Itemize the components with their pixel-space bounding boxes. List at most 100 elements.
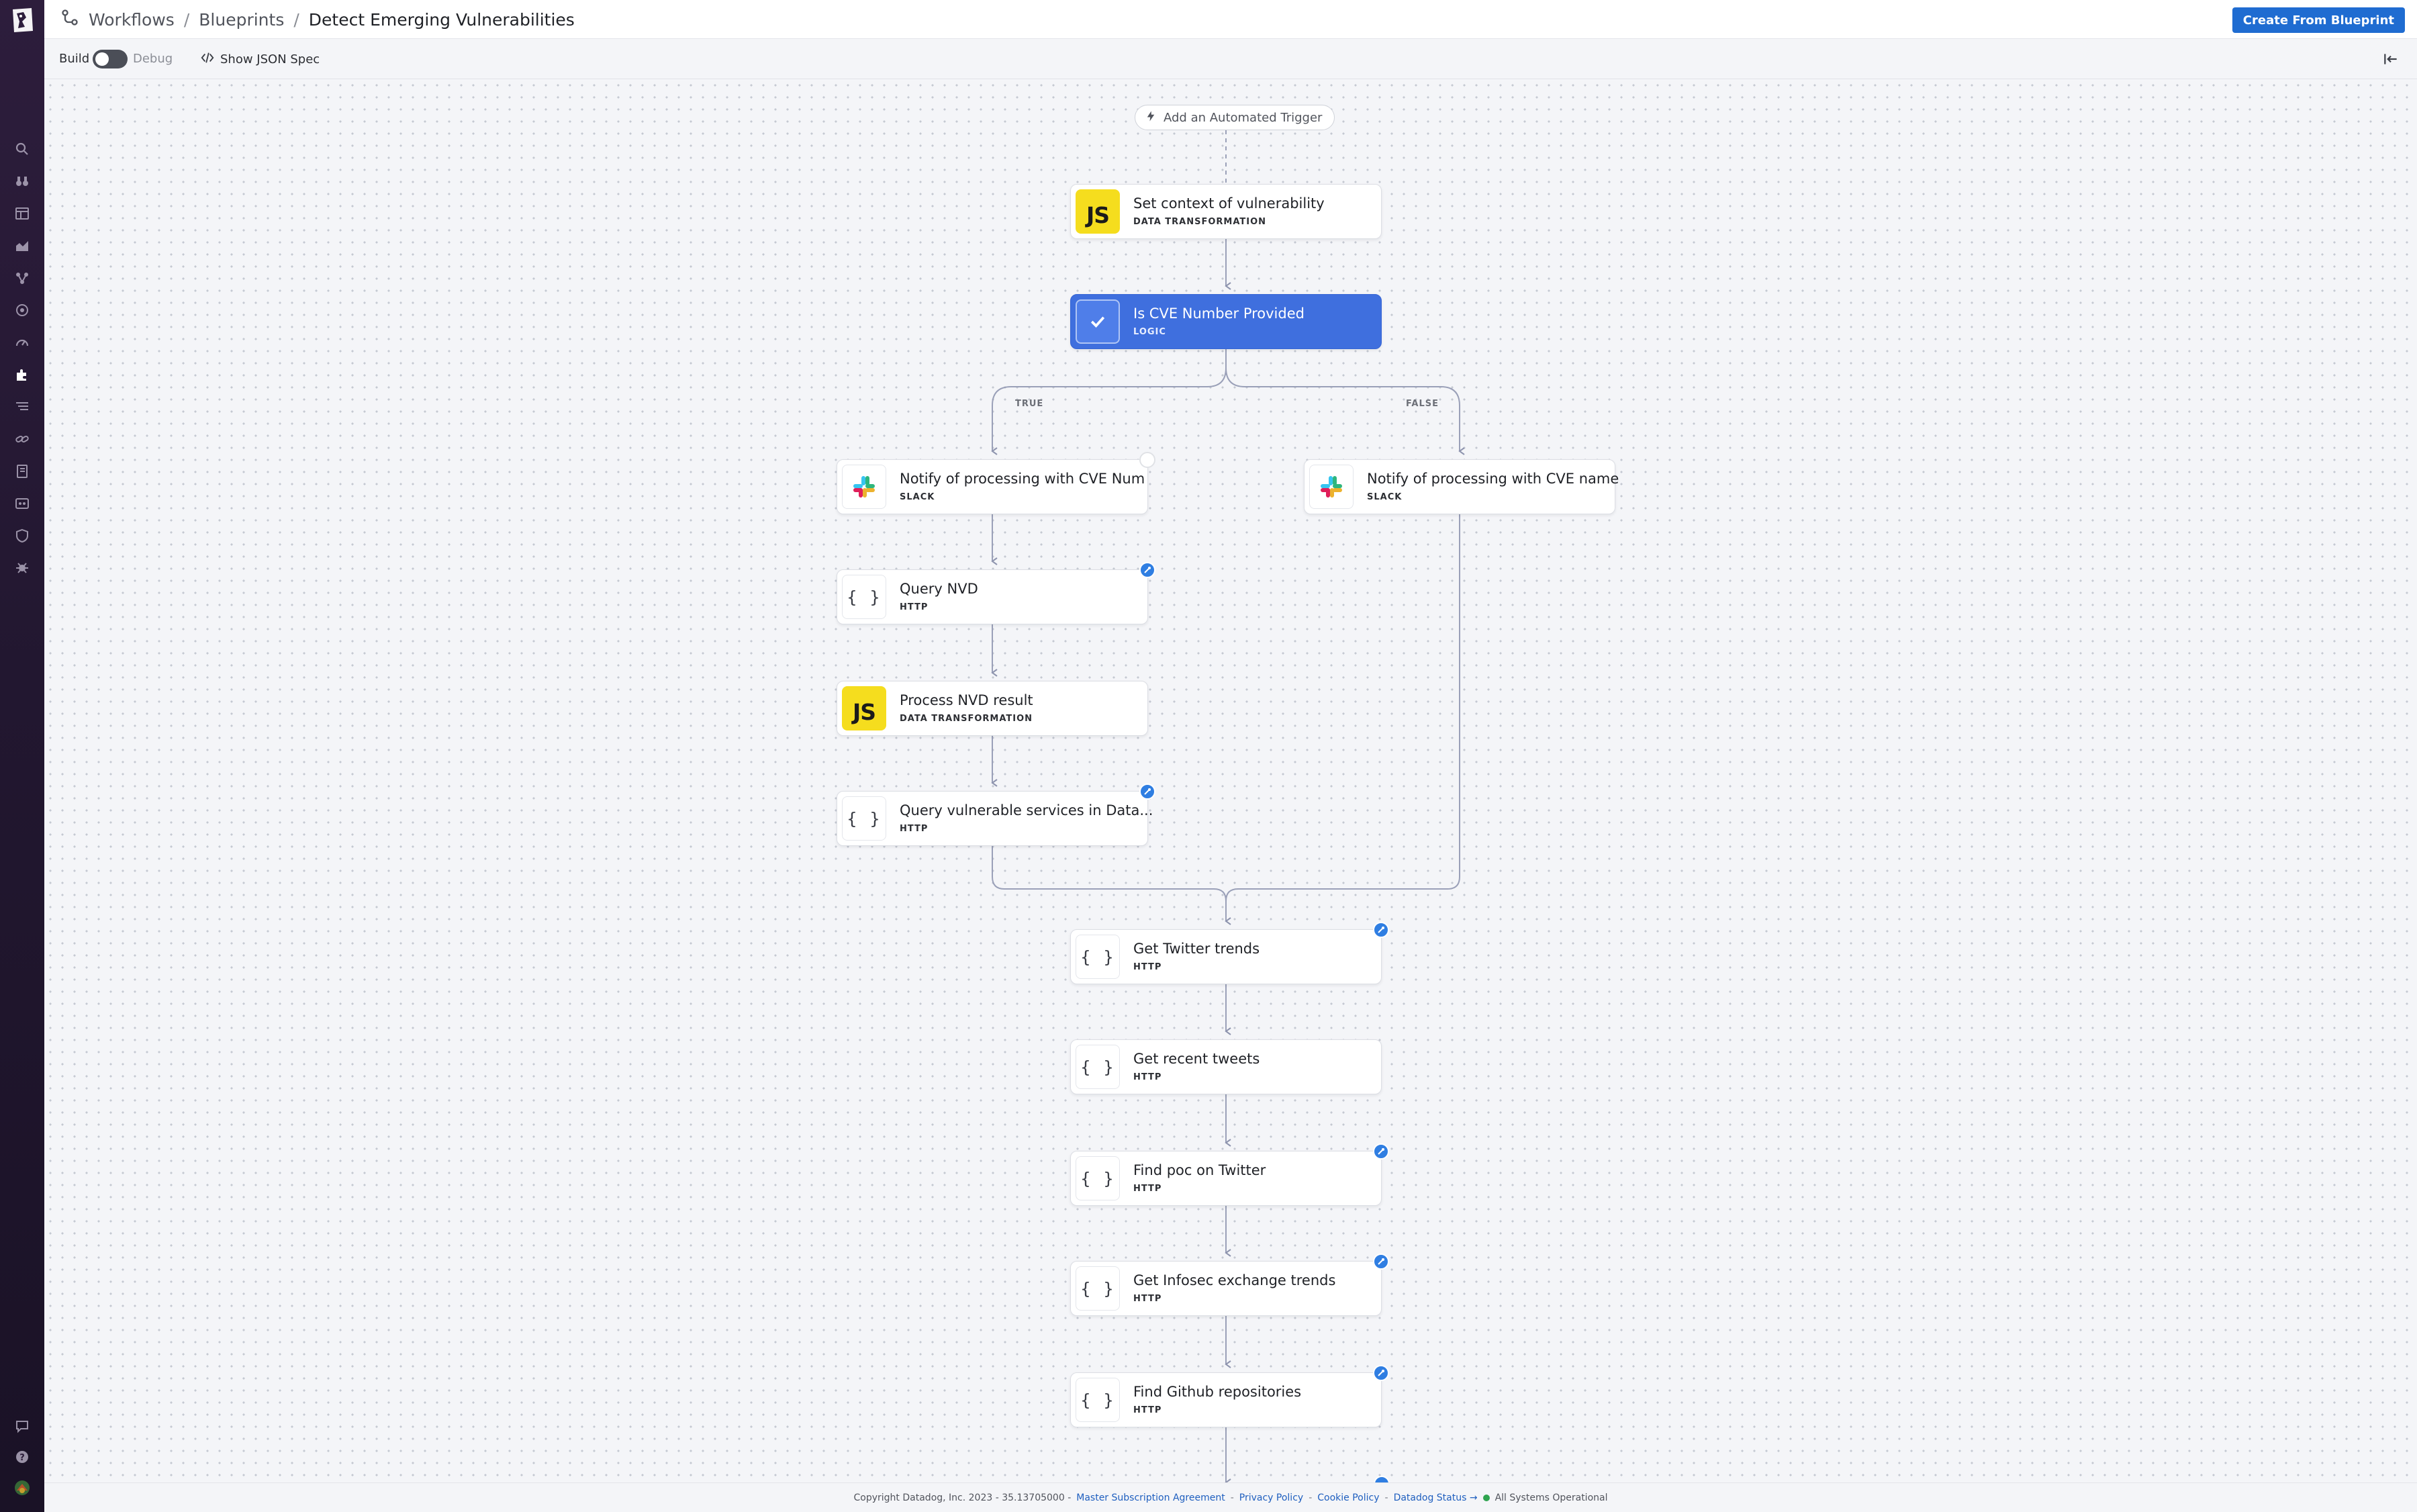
step-title: Process NVD result	[900, 692, 1033, 708]
code-icon	[200, 50, 215, 68]
workflow-step[interactable]: Notify of processing with CVE Num SLACK	[837, 452, 1155, 514]
step-title: Query NVD	[900, 581, 978, 597]
cookie-policy-link[interactable]: Cookie Policy	[1317, 1492, 1380, 1503]
slack-icon	[842, 465, 886, 509]
false-branch-label: FALSE	[1406, 399, 1439, 409]
avatar[interactable]	[13, 1478, 32, 1497]
braces-icon: { }	[1076, 935, 1120, 979]
show-json-spec-button[interactable]: Show JSON Spec	[200, 48, 320, 70]
build-mode-label: Build	[59, 52, 90, 66]
step-type: SLACK	[1367, 492, 1403, 502]
breadcrumb-workflows[interactable]: Workflows	[89, 9, 175, 30]
datadog-status-link[interactable]: Datadog Status →	[1393, 1492, 1478, 1503]
connection-icon[interactable]	[1373, 1365, 1389, 1381]
connection-icon[interactable]	[1139, 562, 1155, 578]
help-icon[interactable]: ?	[13, 1448, 32, 1466]
metrics-icon[interactable]	[13, 236, 32, 255]
binoculars-icon[interactable]	[13, 172, 32, 191]
speedometer-icon[interactable]	[13, 333, 32, 352]
workflow-step[interactable]: JS Set context of vulnerability DATA TRA…	[1070, 184, 1382, 239]
js-icon: JS	[842, 686, 886, 730]
dashboard-icon[interactable]	[13, 204, 32, 223]
collapse-panel-icon[interactable]	[2382, 50, 2400, 68]
workflow-step[interactable]: { } Query NVD HTTP	[837, 562, 1155, 624]
step-title: Is CVE Number Provided	[1133, 305, 1305, 322]
datadog-logo-icon[interactable]	[6, 4, 38, 36]
step-title: Query vulnerable services in Data...	[900, 802, 1153, 818]
workflow-step[interactable]: { } Get recent tweets HTTP	[1070, 1039, 1382, 1094]
step-type: HTTP	[1133, 1294, 1162, 1304]
search-icon[interactable]	[13, 140, 32, 158]
create-from-blueprint-button[interactable]: Create From Blueprint	[2232, 7, 2405, 33]
step-title: Set context of vulnerability	[1133, 195, 1325, 211]
link-icon[interactable]	[13, 430, 32, 448]
workflows-icon	[60, 8, 79, 31]
step-type: LOGIC	[1133, 327, 1166, 337]
shield-icon[interactable]	[13, 526, 32, 545]
chat-icon[interactable]	[13, 1417, 32, 1435]
step-title: Get Infosec exchange trends	[1133, 1272, 1336, 1288]
step-type: HTTP	[900, 602, 929, 612]
add-trigger-label: Add an Automated Trigger	[1164, 110, 1323, 125]
build-debug-toggle[interactable]	[93, 50, 128, 68]
js-icon: JS	[1076, 189, 1120, 234]
target-icon[interactable]	[13, 301, 32, 320]
workflow-step-selected[interactable]: Is CVE Number Provided LOGIC	[1070, 294, 1382, 349]
workflow-step[interactable]: Notify of processing with CVE name SLACK	[1304, 459, 1619, 514]
svg-text:?: ?	[19, 1453, 25, 1463]
edge-false	[1225, 367, 1465, 455]
logs-icon[interactable]	[13, 397, 32, 416]
step-type: HTTP	[1133, 1405, 1162, 1415]
workflow-canvas[interactable]: Add an Automated Trigger TRUE FALSE JS S…	[44, 79, 2417, 1482]
step-title: Get recent tweets	[1133, 1051, 1260, 1067]
bug-icon[interactable]	[13, 559, 32, 577]
connection-icon[interactable]	[1373, 922, 1389, 938]
workflow-step[interactable]: { } Get Infosec exchange trends HTTP	[1070, 1254, 1389, 1316]
braces-icon: { }	[1076, 1156, 1120, 1200]
breadcrumb-blueprints[interactable]: Blueprints	[199, 9, 285, 30]
step-title: Find poc on Twitter	[1133, 1162, 1266, 1178]
breadcrumb-separator: /	[293, 9, 299, 30]
braces-icon: { }	[842, 575, 886, 619]
footer: Copyright Datadog, Inc. 2023 - 35.137050…	[44, 1482, 2417, 1512]
edge-true	[991, 349, 1227, 455]
step-type: HTTP	[1133, 962, 1162, 972]
workflow-step[interactable]: { } Query vulnerable services in Data...…	[837, 784, 1155, 846]
footer-separator: -	[1230, 1492, 1234, 1503]
braces-icon: { }	[1076, 1045, 1120, 1089]
workflow-step[interactable]: { } Find Github repositories HTTP	[1070, 1365, 1389, 1427]
slack-icon	[1309, 465, 1354, 509]
workflow-step[interactable]: { } Find poc on Twitter HTTP	[1070, 1143, 1389, 1206]
status-indicator-icon	[1139, 452, 1155, 468]
connection-icon[interactable]	[1139, 784, 1155, 800]
add-trigger-button[interactable]: Add an Automated Trigger	[1135, 105, 1335, 130]
privacy-policy-link[interactable]: Privacy Policy	[1239, 1492, 1304, 1503]
puzzle-icon[interactable]	[13, 365, 32, 384]
step-type: HTTP	[1133, 1072, 1162, 1082]
workflow-step[interactable]: { } Get Twitter trends HTTP	[1070, 922, 1389, 984]
lightning-icon	[1145, 110, 1157, 126]
step-title: Get Twitter trends	[1133, 941, 1260, 957]
top-header: Workflows / Blueprints / Detect Emerging…	[44, 0, 2417, 39]
workflow-step[interactable]: JS Process NVD result DATA TRANSFORMATIO…	[837, 681, 1148, 736]
connection-icon[interactable]	[1373, 1254, 1389, 1270]
connection-icon[interactable]	[1373, 1143, 1389, 1160]
step-title: Notify of processing with CVE name	[1367, 471, 1619, 487]
step-type: DATA TRANSFORMATION	[1133, 217, 1267, 227]
breadcrumb-separator: /	[183, 9, 190, 30]
master-subscription-link[interactable]: Master Subscription Agreement	[1076, 1492, 1225, 1503]
synthetics-icon[interactable]	[13, 494, 32, 513]
toolbar: Build Debug Show JSON Spec	[44, 39, 2417, 79]
braces-icon: { }	[1076, 1378, 1120, 1422]
show-json-spec-label: Show JSON Spec	[220, 52, 320, 66]
edge-merge-right	[1225, 514, 1460, 902]
footer-separator: -	[1384, 1492, 1388, 1503]
true-branch-label: TRUE	[1015, 399, 1044, 409]
system-status-text: All Systems Operational	[1495, 1492, 1608, 1503]
step-type: HTTP	[1133, 1184, 1162, 1194]
check-icon	[1076, 299, 1120, 344]
step-title: Find Github repositories	[1133, 1384, 1302, 1400]
notebook-icon[interactable]	[13, 462, 32, 481]
integrations-icon[interactable]	[13, 269, 32, 287]
breadcrumb: Workflows / Blueprints / Detect Emerging…	[60, 0, 575, 39]
